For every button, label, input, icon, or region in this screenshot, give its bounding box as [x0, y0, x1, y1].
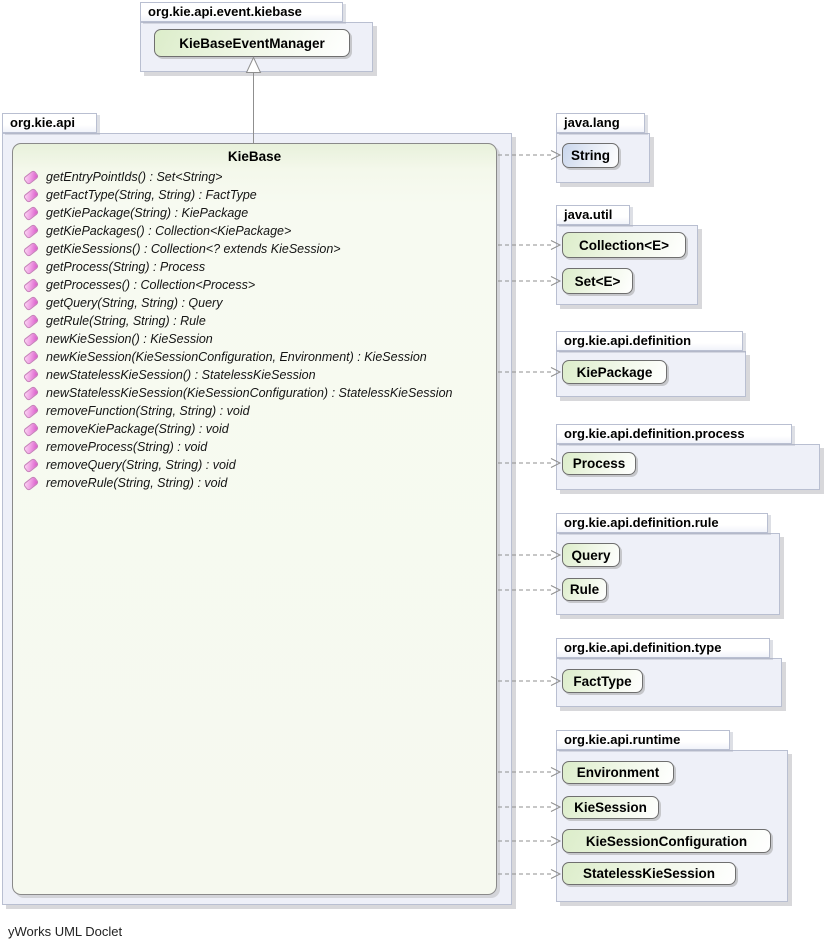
- method-label: getRule(String, String) : Rule: [46, 314, 206, 328]
- class-box-kiebase: KieBase getEntryPointIds() : Set<String>…: [12, 143, 497, 895]
- method-icon: [22, 385, 40, 401]
- method-row[interactable]: removeProcess(String) : void: [13, 438, 496, 456]
- package-tab-java-util[interactable]: java.util: [556, 205, 630, 225]
- package-tab-java-lang[interactable]: java.lang: [556, 113, 645, 133]
- method-icon: [22, 187, 40, 203]
- package-tab-org-kie-api-runtime[interactable]: org.kie.api.runtime: [556, 730, 730, 750]
- tool-credit: yWorks UML Doclet: [8, 924, 123, 939]
- class-string[interactable]: String: [562, 143, 619, 168]
- class-rule[interactable]: Rule: [562, 578, 607, 601]
- class-kiesessionconfiguration[interactable]: KieSessionConfiguration: [562, 829, 771, 853]
- method-icon: [22, 313, 40, 329]
- class-query[interactable]: Query: [562, 543, 620, 567]
- method-row[interactable]: removeKiePackage(String) : void: [13, 420, 496, 438]
- class-kiesession[interactable]: KieSession: [562, 796, 659, 819]
- method-row[interactable]: getKiePackage(String) : KiePackage: [13, 204, 496, 222]
- method-label: getFactType(String, String) : FactType: [46, 188, 257, 202]
- package-tab-org-kie-api-definition-process[interactable]: org.kie.api.definition.process: [556, 424, 792, 444]
- method-icon: [22, 259, 40, 275]
- package-tab-org-kie-api-definition[interactable]: org.kie.api.definition: [556, 331, 743, 351]
- package-tab-org-kie-api-definition-rule[interactable]: org.kie.api.definition.rule: [556, 513, 768, 533]
- class-kiepackage[interactable]: KiePackage: [562, 360, 667, 384]
- method-label: getProcesses() : Collection<Process>: [46, 278, 256, 292]
- method-icon: [22, 169, 40, 185]
- method-icon: [22, 367, 40, 383]
- method-icon: [22, 223, 40, 239]
- method-label: newStatelessKieSession(KieSessionConfigu…: [46, 386, 453, 400]
- method-row[interactable]: getFactType(String, String) : FactType: [13, 186, 496, 204]
- package-tab-org-kie-api-event-kiebase[interactable]: org.kie.api.event.kiebase: [140, 2, 343, 22]
- method-icon: [22, 439, 40, 455]
- method-label: removeKiePackage(String) : void: [46, 422, 229, 436]
- package-tab-org-kie-api[interactable]: org.kie.api: [2, 113, 97, 133]
- method-label: getProcess(String) : Process: [46, 260, 206, 274]
- method-label: getKiePackages() : Collection<KiePackage…: [46, 224, 292, 238]
- class-statelesskiesession[interactable]: StatelessKieSession: [562, 862, 736, 885]
- class-facttype[interactable]: FactType: [562, 669, 643, 693]
- method-row[interactable]: removeQuery(String, String) : void: [13, 456, 496, 474]
- method-icon: [22, 331, 40, 347]
- method-icon: [22, 421, 40, 437]
- method-label: removeQuery(String, String) : void: [46, 458, 236, 472]
- method-icon: [22, 457, 40, 473]
- class-kiebaseeventmanager[interactable]: KieBaseEventManager: [154, 29, 350, 57]
- method-row[interactable]: newKieSession() : KieSession: [13, 330, 496, 348]
- method-row[interactable]: newStatelessKieSession(KieSessionConfigu…: [13, 384, 496, 402]
- method-icon: [22, 241, 40, 257]
- method-row[interactable]: newStatelessKieSession() : StatelessKieS…: [13, 366, 496, 384]
- class-collection[interactable]: Collection<E>: [562, 232, 686, 258]
- method-row[interactable]: getQuery(String, String) : Query: [13, 294, 496, 312]
- method-row[interactable]: newKieSession(KieSessionConfiguration, E…: [13, 348, 496, 366]
- class-title-kiebase: KieBase: [227, 149, 282, 164]
- method-list: getEntryPointIds() : Set<String> getFact…: [13, 168, 496, 492]
- method-row[interactable]: getKieSessions() : Collection<? extends …: [13, 240, 496, 258]
- method-row[interactable]: getProcess(String) : Process: [13, 258, 496, 276]
- method-label: getKiePackage(String) : KiePackage: [46, 206, 249, 220]
- method-label: removeRule(String, String) : void: [46, 476, 228, 490]
- method-row[interactable]: removeRule(String, String) : void: [13, 474, 496, 492]
- method-label: removeFunction(String, String) : void: [46, 404, 250, 418]
- method-icon: [22, 349, 40, 365]
- method-icon: [22, 277, 40, 293]
- method-row[interactable]: getKiePackages() : Collection<KiePackage…: [13, 222, 496, 240]
- method-label: newKieSession() : KieSession: [46, 332, 213, 346]
- method-icon: [22, 475, 40, 491]
- class-process[interactable]: Process: [562, 452, 636, 475]
- class-environment[interactable]: Environment: [562, 761, 674, 784]
- method-row[interactable]: getEntryPointIds() : Set<String>: [13, 168, 496, 186]
- class-set[interactable]: Set<E>: [562, 268, 633, 294]
- method-icon: [22, 295, 40, 311]
- method-label: newKieSession(KieSessionConfiguration, E…: [46, 350, 427, 364]
- package-tab-org-kie-api-definition-type[interactable]: org.kie.api.definition.type: [556, 638, 770, 658]
- method-label: getEntryPointIds() : Set<String>: [46, 170, 223, 184]
- method-label: getQuery(String, String) : Query: [46, 296, 223, 310]
- method-row[interactable]: getRule(String, String) : Rule: [13, 312, 496, 330]
- method-label: removeProcess(String) : void: [46, 440, 208, 454]
- method-row[interactable]: getProcesses() : Collection<Process>: [13, 276, 496, 294]
- method-label: getKieSessions() : Collection<? extends …: [46, 242, 341, 256]
- method-label: newStatelessKieSession() : StatelessKieS…: [46, 368, 316, 382]
- method-icon: [22, 403, 40, 419]
- method-row[interactable]: removeFunction(String, String) : void: [13, 402, 496, 420]
- method-icon: [22, 205, 40, 221]
